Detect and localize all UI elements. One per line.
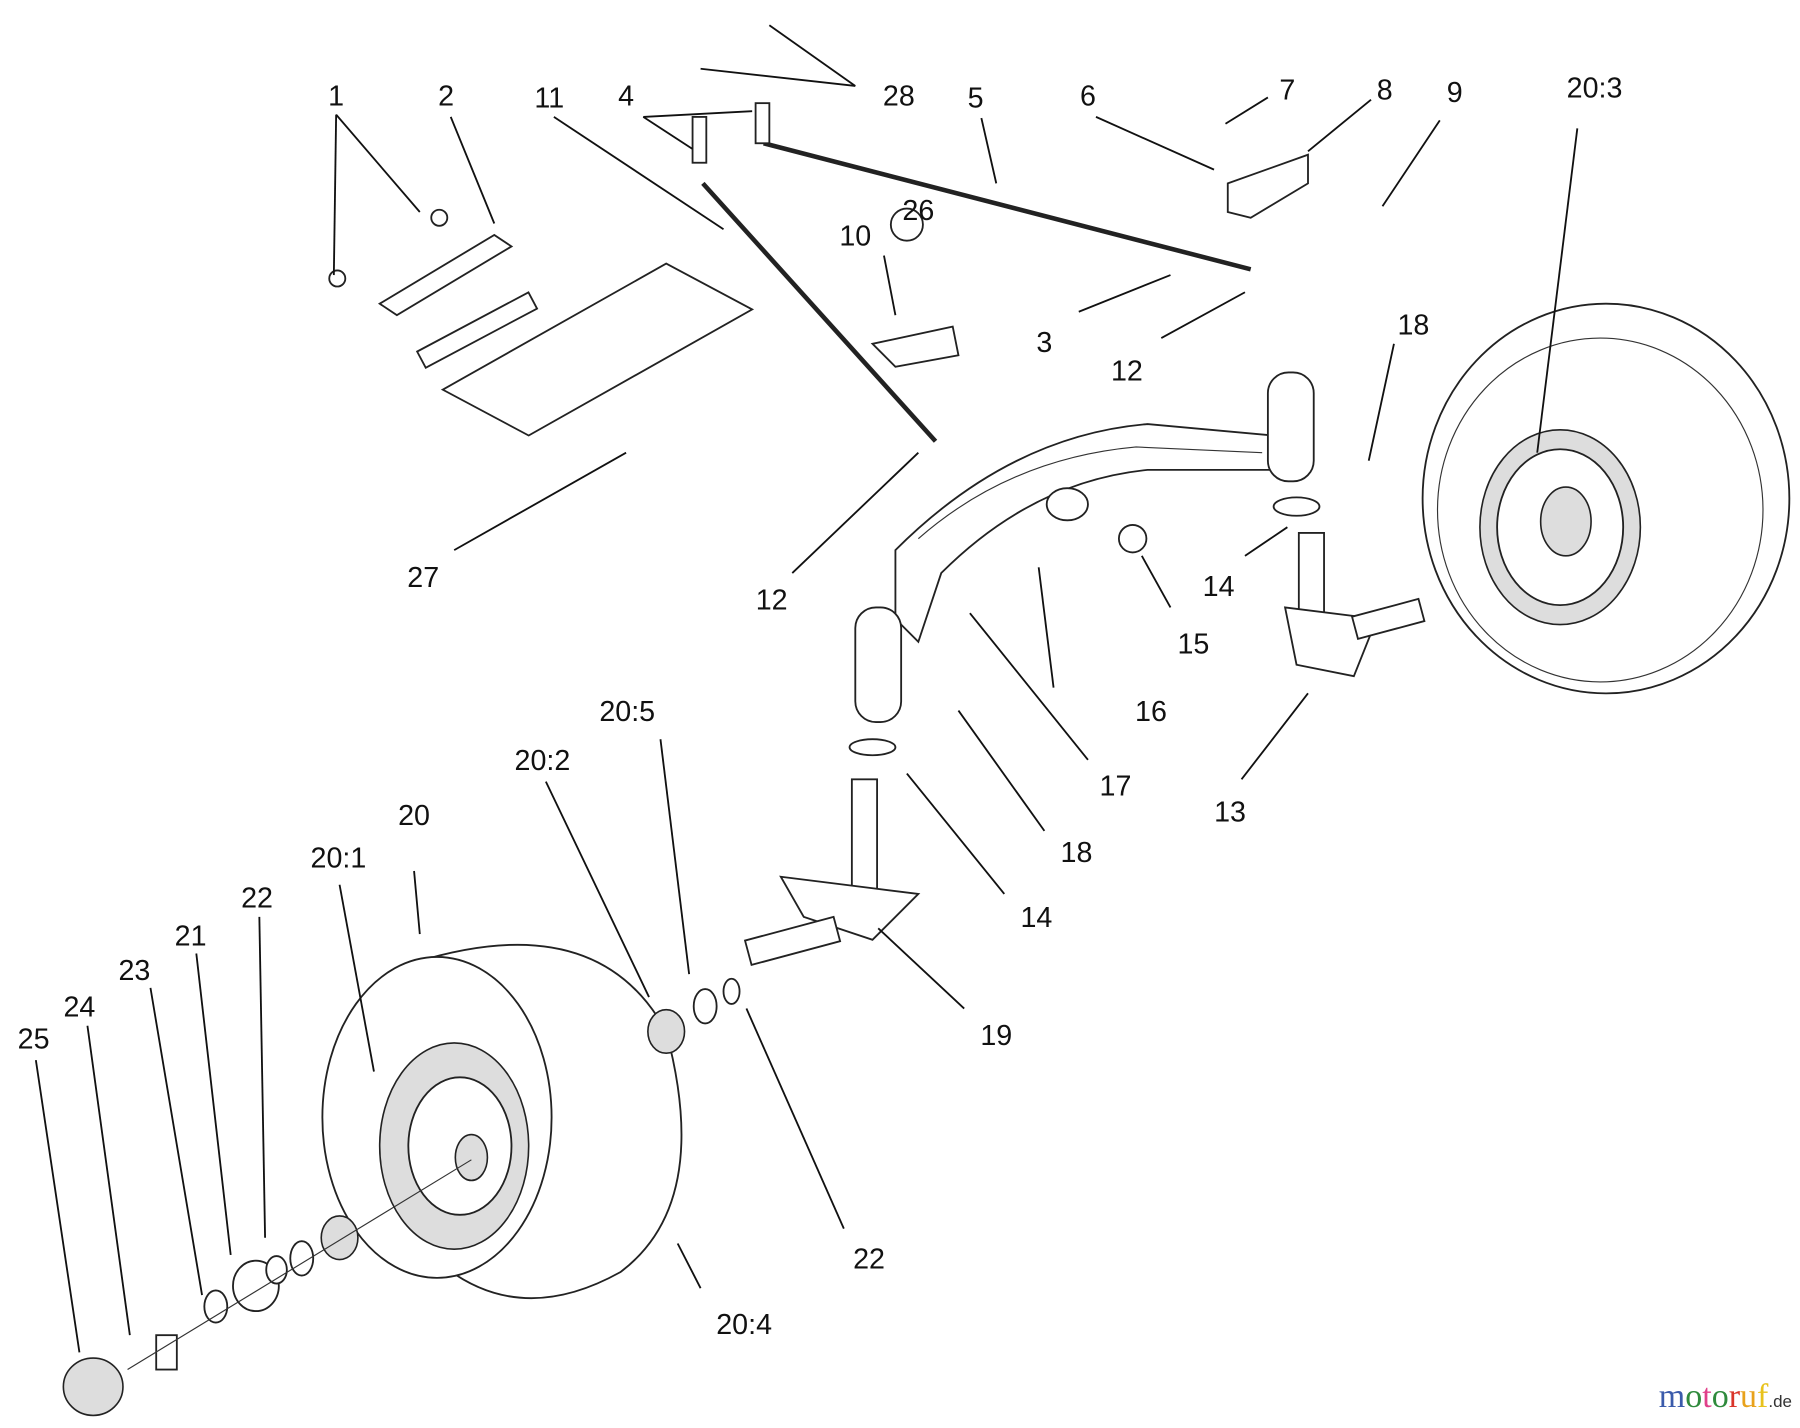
- leader-line-9: [1381, 119, 1441, 207]
- watermark-letter: m: [1658, 1378, 1686, 1415]
- wheel-right: [1421, 302, 1791, 695]
- callout-label-15: 15: [1177, 628, 1209, 660]
- leader-line-20-5: [659, 739, 691, 975]
- leader-line-6: [1095, 116, 1215, 171]
- leader-line-18: [1367, 343, 1395, 461]
- callout-label-8: 8: [1377, 75, 1393, 107]
- watermark-letter: r: [1728, 1378, 1741, 1415]
- callout-label-2: 2: [438, 80, 454, 112]
- watermark-letter: o: [1685, 1378, 1703, 1415]
- watermark-logo: motoruf.de: [1659, 1378, 1792, 1416]
- callout-label-9: 9: [1447, 77, 1463, 109]
- callout-label-18: 18: [1061, 837, 1093, 869]
- leader-line-19: [877, 927, 965, 1010]
- watermark-letter: o: [1711, 1378, 1729, 1415]
- leader-line-20: [413, 870, 421, 935]
- leader-line-22: [745, 1008, 845, 1229]
- leader-line-3: [1078, 274, 1171, 313]
- callout-label-20-1: 20:1: [311, 843, 367, 875]
- leader-line-2: [449, 116, 496, 224]
- callout-label-21: 21: [175, 921, 207, 953]
- pivot-plate: [328, 207, 1148, 554]
- callout-label-11: 11: [534, 83, 564, 115]
- callout-label-20-3: 20:3: [1567, 72, 1623, 104]
- callout-label-18: 18: [1398, 310, 1430, 342]
- leader-line-1: [335, 114, 421, 213]
- leader-line-10: [883, 255, 897, 316]
- leader-line-20-4: [676, 1243, 702, 1289]
- leader-line-25: [34, 1059, 81, 1353]
- watermark-suffix: .de: [1768, 1392, 1792, 1411]
- watermark-letter: t: [1702, 1378, 1712, 1415]
- leader-line-12: [1160, 291, 1246, 339]
- leader-line-13: [1240, 692, 1309, 780]
- leader-line-12: [791, 452, 919, 574]
- leader-line-21: [195, 953, 232, 1256]
- callout-label-22: 22: [241, 883, 273, 915]
- callout-label-20-5: 20:5: [599, 696, 655, 728]
- leader-line-22: [258, 916, 266, 1238]
- callout-label-20: 20: [398, 800, 430, 832]
- leader-line-8: [1307, 98, 1372, 152]
- watermark-letter: f: [1757, 1378, 1769, 1415]
- leader-line-24: [86, 1025, 131, 1336]
- leader-line-5: [980, 117, 998, 184]
- callout-label-16: 16: [1135, 696, 1167, 728]
- leader-lines: [34, 24, 1579, 1353]
- wheel-left: [321, 943, 683, 1300]
- callout-label-20-4: 20:4: [716, 1309, 772, 1341]
- callout-label-12: 12: [756, 585, 788, 617]
- leader-line-17: [969, 612, 1089, 761]
- callout-label-3: 3: [1036, 327, 1052, 359]
- callout-label-25: 25: [18, 1024, 50, 1056]
- leader-line-18: [957, 710, 1046, 832]
- callout-label-27: 27: [407, 562, 439, 594]
- parts-drawing: [62, 102, 1791, 1417]
- callout-label-23: 23: [118, 955, 150, 987]
- leader-line-15: [1141, 555, 1172, 608]
- callout-label-7: 7: [1279, 75, 1295, 107]
- leader-line-14: [906, 773, 1006, 895]
- callout-label-26: 26: [902, 195, 934, 227]
- callout-label-12: 12: [1111, 355, 1143, 387]
- leader-line-28: [700, 67, 856, 87]
- callout-label-28: 28: [883, 80, 915, 112]
- callout-label-14: 14: [1020, 902, 1052, 934]
- leader-line-1: [332, 114, 338, 276]
- callout-label-4: 4: [618, 80, 634, 112]
- leader-line-4: [642, 116, 694, 150]
- callout-label-22: 22: [853, 1244, 885, 1276]
- spindles: [743, 496, 1426, 967]
- front-axle: [854, 371, 1315, 723]
- callout-label-24: 24: [63, 992, 95, 1024]
- callout-label-20-2: 20:2: [515, 745, 571, 777]
- leader-line-20-2: [545, 781, 650, 998]
- callout-label-17: 17: [1100, 770, 1132, 802]
- callout-label-14: 14: [1203, 571, 1235, 603]
- callout-label-10: 10: [839, 220, 871, 252]
- callout-label-5: 5: [968, 83, 984, 115]
- callout-label-6: 6: [1080, 80, 1096, 112]
- leader-line-28: [768, 24, 856, 87]
- hub-parts: [62, 977, 741, 1417]
- callout-label-13: 13: [1214, 797, 1246, 829]
- leader-line-20-3: [1536, 128, 1579, 453]
- leader-line-11: [553, 116, 725, 230]
- leader-line-27: [453, 451, 627, 551]
- leader-line-23: [149, 987, 203, 1296]
- leader-line-4: [643, 110, 753, 118]
- tie-rods: [691, 102, 1309, 443]
- callout-label-19: 19: [980, 1020, 1012, 1052]
- callout-label-1: 1: [328, 80, 344, 112]
- watermark-letter: u: [1740, 1378, 1758, 1415]
- leader-line-20-1: [338, 884, 375, 1072]
- leader-line-16: [1037, 567, 1055, 688]
- leader-line-14: [1244, 526, 1288, 557]
- leader-line-7: [1224, 96, 1269, 125]
